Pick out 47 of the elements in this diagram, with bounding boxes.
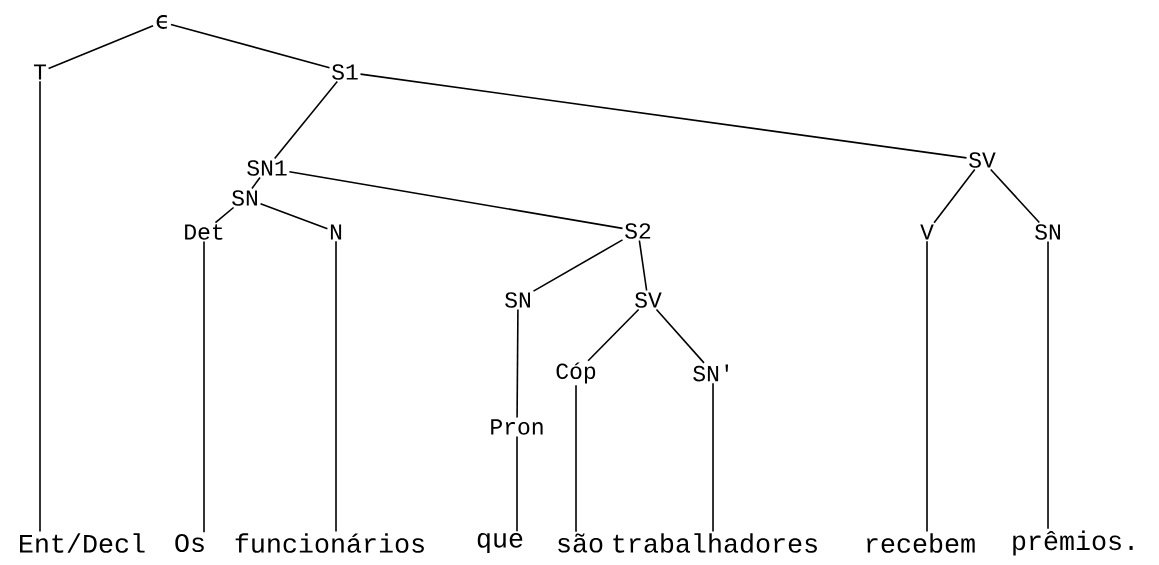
tree-branch	[587, 308, 640, 362]
category-label: V	[920, 224, 934, 240]
category-label: SN1	[247, 160, 287, 176]
tree-branch	[655, 308, 705, 364]
sentence-word: Ent/Decl	[20, 533, 145, 553]
tree-branch	[259, 203, 329, 230]
root-symbol: ϵ	[156, 15, 167, 29]
sentence-word: recebem	[867, 533, 975, 553]
tree-branch	[989, 168, 1041, 224]
tree-branch	[251, 176, 261, 190]
sentence-word: Os	[175, 533, 204, 553]
category-label: Cóp	[556, 362, 596, 384]
sentence-word: prêmios.	[1013, 530, 1133, 556]
tree-branch	[39, 80, 41, 533]
sentence-word: são	[558, 533, 603, 553]
category-label: S1	[332, 64, 358, 80]
tree-branch	[926, 240, 928, 533]
category-label: SN	[505, 292, 530, 308]
sentence-word: que	[477, 533, 523, 553]
tree-branch	[575, 384, 577, 533]
category-label: Pron	[491, 419, 543, 435]
sentence-word: funcionários	[235, 533, 424, 553]
tree-branch	[516, 308, 519, 419]
tree-branch	[516, 435, 518, 533]
tree-branch	[214, 206, 235, 224]
category-label: SN'	[693, 364, 729, 382]
tree-branch	[335, 240, 337, 533]
tree-branch	[1047, 240, 1049, 530]
tree-branch	[933, 168, 976, 224]
tree-branch	[359, 73, 968, 159]
category-label: SV	[635, 292, 662, 308]
tree-branch	[170, 23, 331, 69]
category-label: T	[33, 64, 47, 80]
category-label: SV	[969, 152, 996, 168]
tree-branch	[47, 24, 154, 70]
tree-branch	[273, 80, 339, 160]
category-label: Det	[185, 224, 223, 240]
sentence-word: trabalhadores	[613, 533, 817, 553]
tree-branch	[712, 382, 714, 533]
category-label: N	[330, 224, 342, 240]
tree-branch	[203, 240, 205, 534]
category-label: SN	[1035, 224, 1060, 240]
category-label: SN	[232, 190, 257, 206]
tree-branch	[532, 239, 624, 292]
tree-branch	[638, 239, 648, 292]
tree-branch	[288, 171, 624, 230]
category-label: S2	[625, 223, 651, 239]
